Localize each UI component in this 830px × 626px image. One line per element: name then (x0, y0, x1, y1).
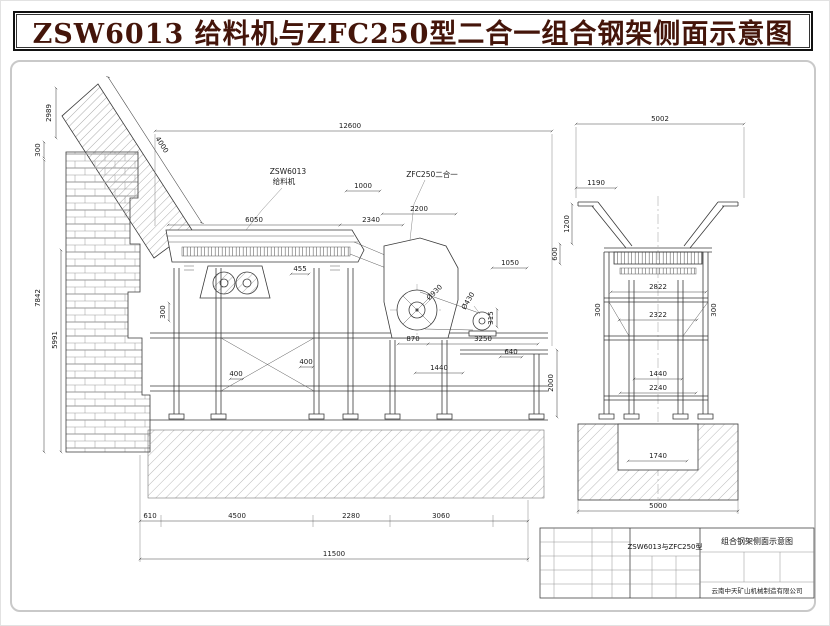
title-bar: ZSW6013 给料机与ZFC250型二合一组合钢架侧面示意图 (13, 11, 813, 51)
dim-label: Ø430 (460, 291, 476, 311)
title-block-drawing-title: 组合钢架侧面示意图 (721, 536, 793, 546)
dim-label: 12600 (339, 122, 361, 130)
dimension-lines-right (558, 122, 746, 514)
dim-label: 300 (34, 143, 42, 156)
dim-label: 7842 (34, 289, 42, 307)
dim-label: 2322 (649, 311, 667, 319)
dim-label: 3060 (432, 512, 450, 520)
dim-label: 1440 (649, 370, 667, 378)
title-block-product: ZSW6013与ZFC250型 (627, 542, 702, 551)
dim-label: 4500 (228, 512, 246, 520)
dim-label: 2822 (649, 283, 667, 291)
dim-label: 5002 (651, 115, 669, 123)
dimension-labels-right: 5002 1190 1200 600 2822 2322 300 300 144… (551, 115, 718, 510)
retaining-wall (65, 151, 151, 453)
title-block: ZSW6013与ZFC250型 组合钢架侧面示意图 云南中天矿山机械制造有限公司 (539, 527, 815, 599)
foundation-soil (147, 429, 545, 499)
steel-frame-left (150, 268, 548, 420)
dimension-lines-left (42, 76, 559, 562)
dim-label: 11500 (323, 550, 345, 558)
right-front-view: 5002 1190 1200 600 2822 2322 300 300 144… (551, 115, 746, 514)
grizzly-deck-lower (619, 267, 697, 275)
dim-label: 870 (406, 335, 419, 343)
feeder-name-label: 给料机 (273, 176, 296, 186)
dim-label: 2240 (649, 384, 667, 392)
foundation-trench (617, 423, 699, 471)
dim-label: 315 (487, 311, 495, 324)
title-block-company: 云南中天矿山机械制造有限公司 (712, 586, 803, 595)
feeder-body (165, 229, 365, 271)
dimension-labels-left: 12600 2989 4000 300 7842 5991 1000 2200 … (34, 104, 555, 558)
dim-label: 6050 (245, 216, 263, 224)
crusher-body (349, 237, 459, 340)
grizzly-deck (613, 251, 703, 265)
dim-label: 1190 (587, 179, 605, 187)
dim-label: 400 (299, 358, 312, 366)
page-title: ZSW6013 给料机与ZFC250型二合一组合钢架侧面示意图 (32, 18, 794, 50)
vibration-exciter (199, 265, 271, 299)
dim-label: 2280 (342, 512, 360, 520)
dim-label: 1200 (563, 215, 571, 233)
dim-label: 610 (143, 512, 156, 520)
dim-label: 2200 (410, 205, 428, 213)
hopper (577, 201, 739, 249)
dim-label: 5000 (649, 502, 667, 510)
dim-label: 300 (159, 305, 167, 318)
dim-label: 2000 (547, 374, 555, 392)
dim-label: 600 (551, 247, 559, 260)
dim-label: 455 (293, 265, 306, 273)
dim-label: 5991 (51, 331, 59, 349)
motor-pulley (419, 291, 497, 337)
feeder-model-label: ZSW6013 (270, 167, 307, 176)
dim-label: 300 (710, 303, 718, 316)
dim-label: 1000 (354, 182, 372, 190)
dim-label: 2989 (45, 104, 53, 122)
machine-labels: ZSW6013 给料机 ZFC250二合一 (270, 167, 458, 186)
dim-label: 1740 (649, 452, 667, 460)
dim-label: 1440 (430, 364, 448, 372)
crusher-name-label: ZFC250二合一 (406, 169, 458, 179)
dim-label: 2340 (362, 216, 380, 224)
dim-label: 400 (229, 370, 242, 378)
steel-frame-right (598, 252, 714, 420)
left-side-view: 12600 2989 4000 300 7842 5991 1000 2200 … (34, 76, 559, 562)
dim-label: 640 (504, 348, 517, 356)
dim-label: 1050 (501, 259, 519, 267)
dim-label: 300 (594, 303, 602, 316)
dim-label: 3250 (474, 335, 492, 343)
